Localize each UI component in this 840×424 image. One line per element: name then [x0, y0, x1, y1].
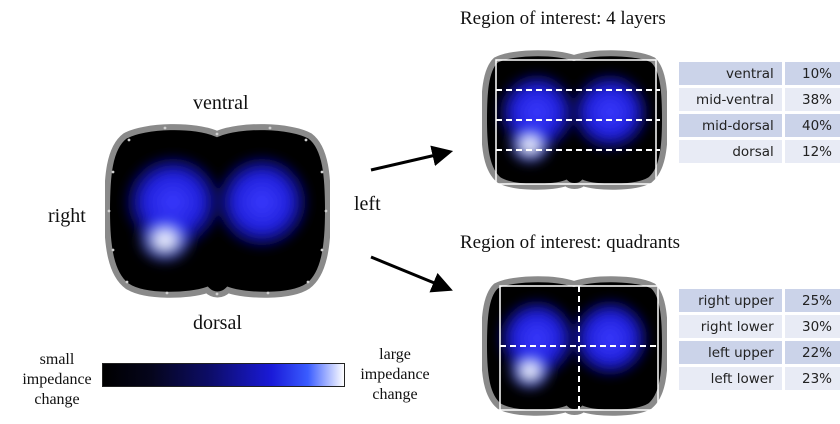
- legend-small-label: small impedance change: [22, 351, 92, 408]
- roi-layers-table: ventral 10% mid-ventral 38% mid-dorsal 4…: [679, 59, 840, 166]
- label-right: right: [48, 205, 86, 227]
- roi-layers-image: [482, 50, 667, 190]
- table-row: right lower 30%: [679, 315, 840, 338]
- main-eit-image: [105, 124, 330, 298]
- region-name: dorsal: [679, 140, 782, 163]
- table-row: right upper 25%: [679, 289, 840, 312]
- table-row: mid-dorsal 40%: [679, 114, 840, 137]
- label-ventral: ventral: [193, 92, 249, 114]
- impedance-colorbar: [102, 363, 345, 387]
- region-name: left upper: [679, 341, 782, 364]
- table-row: left upper 22%: [679, 341, 840, 364]
- electrode-dots: [107, 126, 328, 296]
- table-row: ventral 10%: [679, 62, 840, 85]
- region-percent: 25%: [781, 289, 840, 312]
- region-percent: 23%: [781, 367, 840, 390]
- region-percent: 40%: [781, 114, 840, 137]
- region-name: right upper: [679, 289, 782, 312]
- label-dorsal: dorsal: [193, 312, 242, 334]
- region-percent: 22%: [781, 341, 840, 364]
- region-percent: 10%: [781, 62, 840, 85]
- region-percent: 30%: [781, 315, 840, 338]
- legend-large-label: large impedance change: [360, 346, 430, 403]
- arrow-to-layers: [370, 145, 454, 172]
- region-name: right lower: [679, 315, 782, 338]
- roi-quadrants-table: right upper 25% right lower 30% left upp…: [679, 286, 840, 393]
- roi-quadrants-image: [482, 276, 667, 416]
- region-percent: 38%: [781, 88, 840, 111]
- table-row: mid-ventral 38%: [679, 88, 840, 111]
- region-name: mid-dorsal: [679, 114, 782, 137]
- region-name: left lower: [679, 367, 782, 390]
- region-name: ventral: [679, 62, 782, 85]
- table-row: left lower 23%: [679, 367, 840, 390]
- roi-layers-title: Region of interest: 4 layers: [460, 8, 666, 29]
- label-left: left: [354, 193, 381, 215]
- arrow-to-quadrants: [370, 255, 453, 293]
- table-row: dorsal 12%: [679, 140, 840, 163]
- roi-quadrants-title: Region of interest: quadrants: [460, 232, 681, 253]
- region-name: mid-ventral: [679, 88, 782, 111]
- arrows: [370, 145, 454, 293]
- region-percent: 12%: [781, 140, 840, 163]
